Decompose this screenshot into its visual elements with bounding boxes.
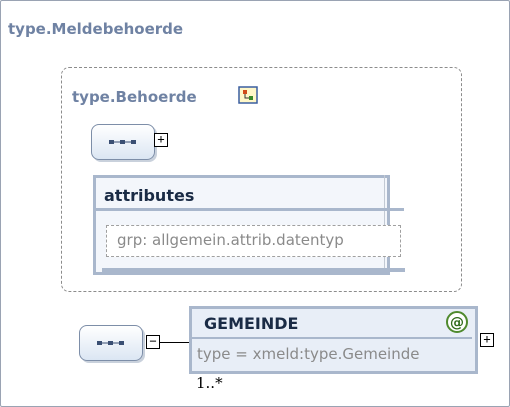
base-type-title: type.Behoerde — [72, 88, 197, 106]
attributes-box-shadow — [102, 268, 405, 272]
sequence-compositor-2[interactable] — [79, 325, 143, 361]
attribute-group-ref[interactable] — [106, 225, 401, 257]
sequence-compositor[interactable] — [91, 124, 155, 160]
element-type: type = xmeld:type.Gemeinde — [197, 345, 420, 363]
element-shadow-right — [475, 312, 478, 371]
element-divider — [192, 337, 472, 339]
connector-line — [160, 342, 189, 343]
outer-type-title: type.Meldebehoerde — [8, 20, 184, 38]
expand-plus-icon[interactable]: + — [480, 333, 494, 347]
collapse-minus-icon[interactable]: − — [146, 335, 160, 349]
sequence-icon — [109, 140, 136, 144]
attributes-title: attributes — [104, 186, 195, 205]
type-definition-icon[interactable] — [238, 86, 258, 104]
base-type-extension-box — [61, 67, 462, 292]
cardinality-label: 1..* — [196, 374, 223, 392]
expand-plus-icon[interactable]: + — [154, 133, 168, 147]
sequence-icon — [97, 341, 124, 345]
element-name: GEMEINDE — [204, 314, 299, 333]
attribute-group-label: grp: allgemein.attrib.datentyp — [117, 231, 344, 249]
element-shadow-bottom — [195, 371, 478, 374]
attribute-badge-icon: @ — [446, 311, 468, 333]
attributes-box-edge — [384, 175, 405, 272]
attributes-divider — [93, 208, 404, 211]
